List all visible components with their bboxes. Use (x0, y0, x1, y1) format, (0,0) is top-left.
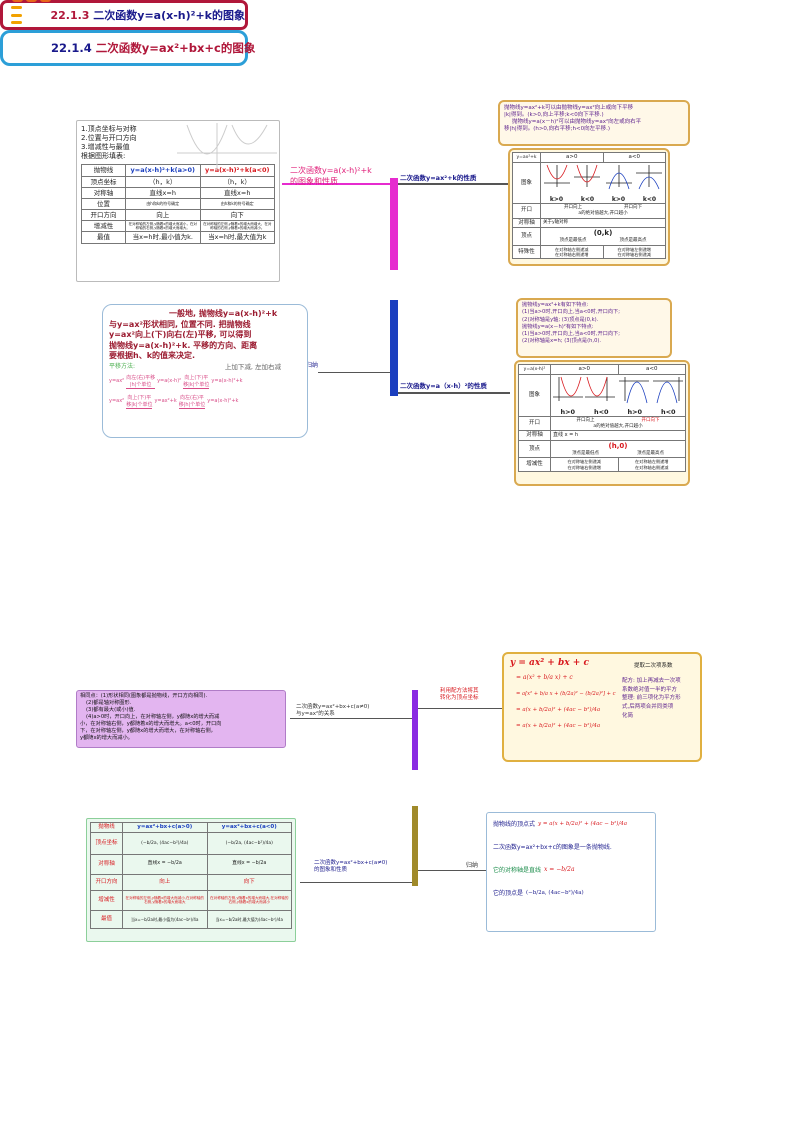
general-form-properties-box: 抛物线 y=ax²+bx+c(a>0) y=ax²+bx+c(a<0) 顶点坐标… (86, 818, 296, 942)
branch2-label-graph-props: 二次函数y=ax²+bx+c(a≠0) 的图象和性质 (314, 860, 388, 873)
center-node-22-1-4: 22.1.4 二次函数y=ax²+bx+c的图象 (0, 0, 255, 66)
table-row: 顶点坐标 （h，k） （h，k） (81, 175, 275, 188)
trunk-top (390, 178, 398, 270)
table-row: 顶点 (h,0) 顶点是最低点 顶点是最高点 (518, 439, 686, 459)
connector-right-top (398, 183, 508, 185)
table-row: 开口 开口向上 开口向下 a的绝对值越大,开口越小 (518, 415, 686, 432)
table-row: 增减性 在对称轴的左侧,y随着x的增大而减小，在对称轴的右侧,y随着x的增大而增… (81, 219, 275, 233)
ax2k-properties-table: y=ax²+k a>0 a<0 图象 (512, 152, 666, 260)
branch2-label-relation: 二次函数y=ax²+bx+c(a≠0) 与y=ax²的关系 (296, 704, 370, 717)
vertex-line: 它的顶点是 (−b/2a, (4ac−b²)/4a) (493, 889, 584, 898)
axh2-properties-table: y=a(x-h)² a>0 a<0 图象 (518, 364, 686, 472)
summary-text: 一般地, 抛物线y=a(x-h)²+k 与y=ax²形状相同, 位置不同. 把抛… (109, 309, 278, 361)
table-row: 增减性 在对称轴的左侧,y随着x的增大而减小,在对称轴的右侧,y随着x的增大而增… (90, 889, 292, 911)
center-title: 22.1.3 二次函数y=a(x-h)²+k的图象 (50, 9, 245, 22)
table-row: 最值 当x=−b/2a时,最小值为(4ac−b²)/4a 当x=−b/2a时,最… (90, 909, 292, 929)
completing-square-box: y = ax² + bx + c = a(x² + b/a x) + c = a… (502, 652, 702, 762)
table-row: 开口 开口向上 开口向下 a的绝对值越大,开口越小 (512, 203, 666, 219)
branch-label-graph-props: 二次函数y=a(x-h)²+k 的图象和性质 (290, 166, 372, 186)
connector-left-top (282, 183, 390, 185)
intro-list: 1.顶点坐标与对称 2.位置与开口方向 3.增减性与最值 根据图形填表: (81, 125, 137, 161)
connector2-left-top (290, 718, 412, 719)
translation-chain-1: y=ax² 向左(右)平移 |h|个单位 y=a(x-h)² 向上(下)平 移|… (109, 374, 243, 389)
table-row: 顶点 (0,k) 顶点是最低点 顶点是最高点 (512, 227, 666, 246)
axh2-properties-table-box: y=a(x-h)² a>0 a<0 图象 (514, 360, 690, 486)
vertex-summary-box: 抛物线的顶点式 y = a(x + b/2a)² + (4ac − b²)/4a… (486, 812, 656, 932)
branch-label-ax2k: 二次函数y=ax²+k的性质 (400, 174, 477, 182)
table-row: 图象 k>0 k<0 (512, 161, 666, 205)
table-row: 图象 h>0 h<0 (518, 373, 686, 417)
axis-line: 它的对称轴是直线 x = −b/2a (493, 866, 575, 874)
table-row: 最值 当x=h时,最小值为k. 当x=h时,最大值为k (81, 231, 275, 244)
table-row: 位置 由h和k的符号确定 由h和k的符号确定 (81, 197, 275, 210)
vertex-form-line: 抛物线的顶点式 y = a(x + b/2a)² + (4ac − b²)/4a (493, 820, 628, 829)
vertex-form-table: 抛物线 y=a(x-h)²+k(a>0) y=a(x-h)²+k(a<0) 顶点… (81, 164, 275, 244)
connector2-right-bottom (418, 870, 488, 871)
summary-box: 一般地, 抛物线y=a(x-h)²+k 与y=ax²形状相同, 位置不同. 把抛… (102, 304, 308, 438)
trunk-bottom (390, 300, 398, 396)
stripe-icon (11, 6, 23, 24)
axh2-graph-sketches (553, 376, 683, 403)
general-form-properties-table: 抛物线 y=ax²+bx+c(a>0) y=ax²+bx+c(a<0) 顶点坐标… (90, 822, 292, 929)
translation-rule: 平移方法: 上加下减, 左加右减 (109, 362, 281, 371)
branch-label-summary: 归纳 (306, 362, 319, 369)
center-title-2: 22.1.4 二次函数y=ax²+bx+c的图象 (51, 41, 256, 55)
formula-steps: y = ax² + bx + c = a(x² + b/a x) + c = a… (510, 658, 616, 729)
relation-box: 相同点：(1)形状相同(图象都是抛物线，开口方向相同). (2)都是轴对称图形.… (76, 690, 286, 748)
dots-decoration (12, 0, 51, 2)
branch2-label-completing-square: 利用配方法将其 转化为顶点坐标 (440, 688, 479, 701)
center-node-22-1-3: 22.1.3 二次函数y=a(x-h)²+k的图象 (0, 0, 248, 30)
trunk2-bottom (412, 806, 418, 886)
ax2k-properties-table-box: y=ax²+k a>0 a<0 图象 (508, 148, 670, 266)
table-header-row: 抛物线 y=ax²+bx+c(a>0) y=ax²+bx+c(a<0) (90, 822, 292, 833)
table-row: 增减性 在对称轴左侧递减 在对称轴右侧递增 在对称轴左侧递增 在对称轴右侧递减 (518, 457, 686, 472)
connector-right-bottom (398, 392, 510, 394)
table-row: 对称轴 直线x = −b/2a 直线x = −b/2a (90, 853, 292, 875)
table-row: 顶点坐标 (−b/2a, (4ac−b²)/4a) (−b/2a, (4ac−b… (90, 831, 292, 855)
table-row: 开口方向 向上 向下 (81, 208, 275, 222)
branch-label-axh2: 二次函数y=a（x-h）²的性质 (400, 382, 487, 390)
branch2-label-summary: 归纳 (466, 862, 479, 869)
table-header-row: y=a(x-h)² a>0 a<0 (518, 364, 686, 375)
table-row: 对称轴 直线x=h 直线x=h (81, 186, 275, 199)
table-row: 对称轴 直线 x = h (518, 430, 686, 441)
connector2-right-top (418, 708, 504, 709)
translation-note-box: 抛物线y=ax²+k可以由抛物线y=ax²向上或向下平移 |k|得到。(k>0,… (498, 100, 690, 146)
table-header-row: y=ax²+k a>0 a<0 (512, 152, 666, 163)
vertex-form-table-box: 1.顶点坐标与对称 2.位置与开口方向 3.增减性与最值 根据图形填表: 抛物线… (76, 120, 280, 282)
trunk2-top (412, 690, 418, 770)
ax2k-graph-sketches (544, 164, 662, 190)
characteristics-note-box: 抛物线y=ax²+k有如下特点: (1)当a>0时,开口向上,当a<0时,开口向… (516, 298, 672, 358)
formula-notes: 提取二次项系数 配方: 加上再减去一次项 系数绝对值一半的平方 整理: 前三项化… (622, 663, 681, 719)
table-row: 开口方向 向上 向下 (90, 873, 292, 891)
table-row: 特殊性 在对称轴左侧递减 在对称轴右侧递增 在对称轴左侧递增 在对称轴右侧递减 (512, 244, 666, 260)
connector2-left-bottom (300, 882, 412, 883)
table-header-row: 抛物线 y=a(x-h)²+k(a>0) y=a(x-h)²+k(a<0) (81, 164, 275, 177)
connector-left-bottom (318, 372, 390, 373)
background-parabola-sketch (177, 123, 277, 171)
table-row: 对称轴 关于y轴对称 (512, 217, 666, 229)
translation-chain-2: y=ax² 向上(下)平 移|k|个单位 y=ax²+k 向左(右)平 移|h|… (109, 394, 239, 409)
